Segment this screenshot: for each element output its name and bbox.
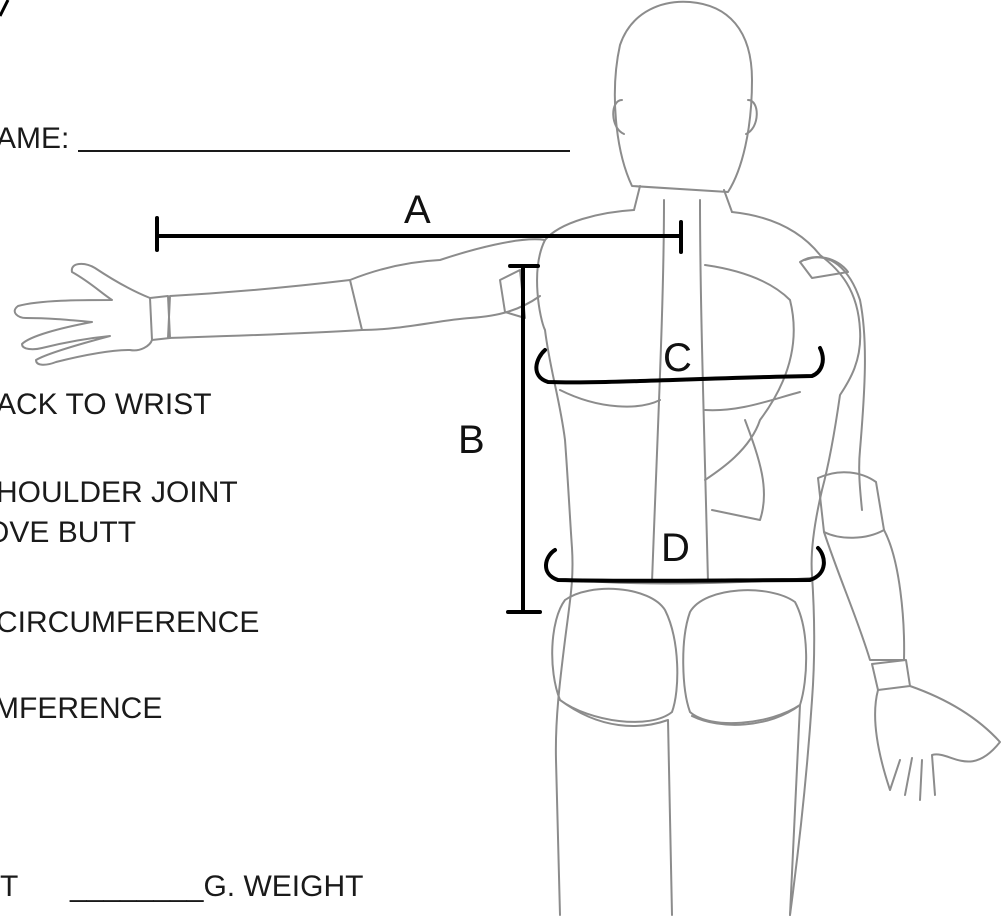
name-label: AME: bbox=[0, 124, 69, 154]
marker-c: C bbox=[663, 338, 692, 378]
instruction-shoulder-joint: HOULDER JOINT bbox=[0, 478, 238, 508]
instruction-above-butt: OVE BUTT bbox=[0, 518, 136, 548]
instruction-back-to-wrist: ACK TO WRIST bbox=[0, 390, 212, 420]
weight-label: ________G. WEIGHT bbox=[70, 872, 363, 902]
marker-a: A bbox=[404, 190, 431, 230]
bottom-label-left: T bbox=[0, 872, 18, 902]
corner-stroke bbox=[0, 0, 20, 20]
instruction-circumference: CIRCUMFERENCE bbox=[0, 608, 259, 638]
marker-b: B bbox=[458, 420, 485, 460]
marker-d: D bbox=[661, 528, 690, 568]
name-input-line[interactable] bbox=[78, 150, 570, 152]
instruction-mference: MFERENCE bbox=[0, 694, 162, 724]
